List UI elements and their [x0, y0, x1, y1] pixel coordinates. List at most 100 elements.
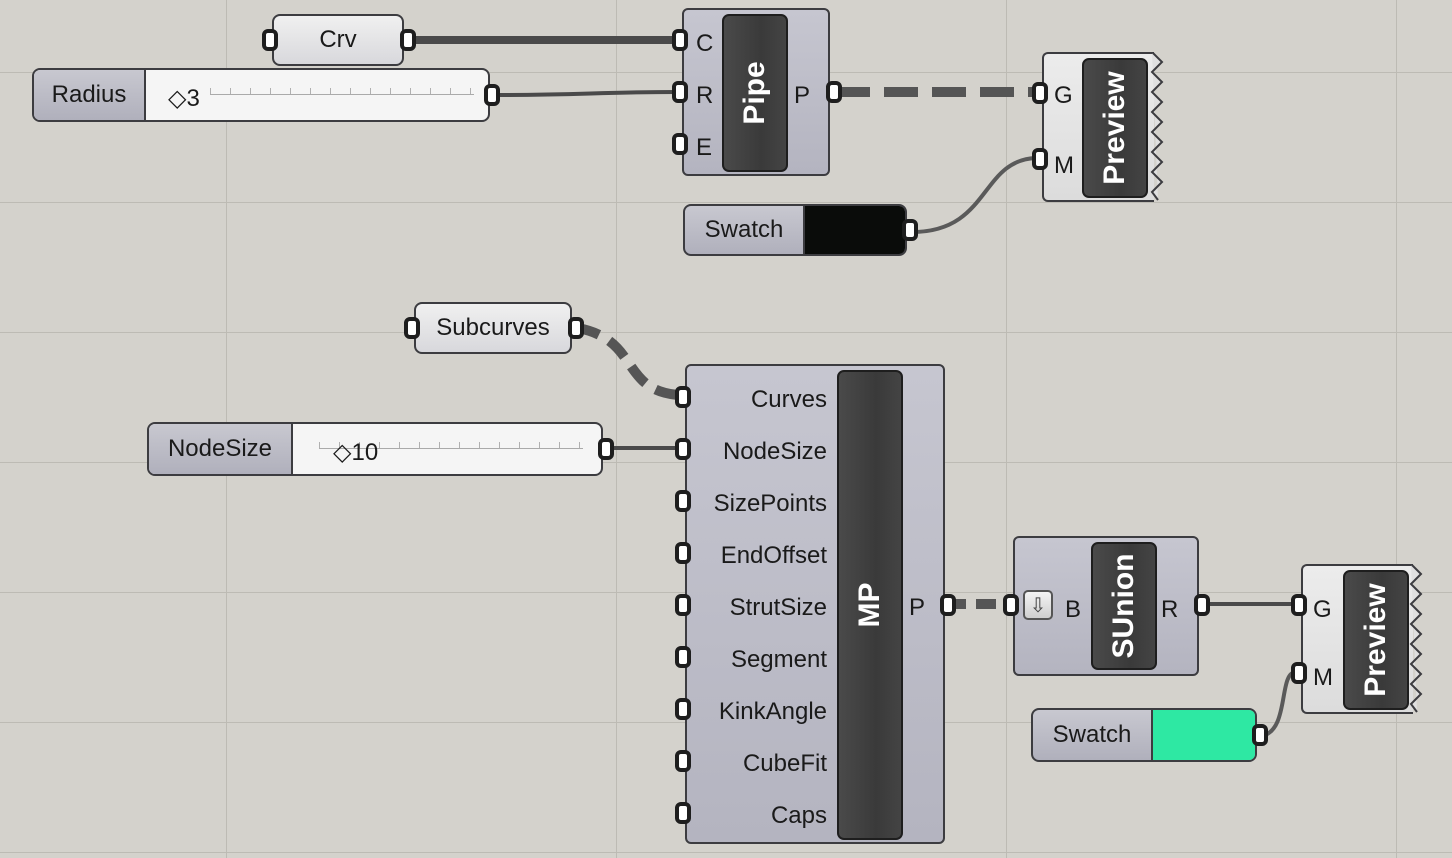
nodesize-slider-value: ◇10: [333, 439, 379, 466]
pipe-input-r: R: [696, 82, 714, 109]
radius-slider[interactable]: Radius ◇3: [32, 68, 490, 122]
nodesize-slider-name: NodeSize: [149, 424, 293, 474]
pipe-title: Pipe: [738, 61, 771, 125]
grid-line: [1396, 0, 1397, 858]
sunion-b-grip[interactable]: [1003, 594, 1019, 616]
wire-subcurves-to-curves[interactable]: [576, 323, 679, 400]
pipe-output-p: P: [794, 82, 811, 109]
mp-input-segment: Segment: [730, 646, 827, 673]
grid-line: [0, 852, 1452, 853]
grid-line: [0, 332, 1452, 333]
mp-title: MP: [853, 582, 886, 628]
slider-track[interactable]: [210, 80, 474, 95]
swatch2-name: Swatch: [1033, 710, 1151, 760]
subcurves-param[interactable]: Subcurves: [414, 302, 572, 354]
swatch2-output-grip[interactable]: [1252, 724, 1268, 746]
nodesize-slider[interactable]: NodeSize ◇10: [147, 422, 603, 476]
sunion-component[interactable]: ⇩ B SUnion R: [1013, 536, 1199, 676]
grid-line: [616, 0, 617, 858]
crv-input-grip[interactable]: [262, 29, 278, 51]
grid-line: [1006, 0, 1007, 858]
subcurves-output-grip[interactable]: [568, 317, 584, 339]
mp-curves-grip[interactable]: [675, 386, 691, 408]
swatch1-label: Swatch: [704, 216, 784, 243]
swatch1-color[interactable]: [803, 206, 905, 254]
nodesize-slider-label: NodeSize: [167, 435, 273, 462]
mp-sizepoints-grip[interactable]: [675, 490, 691, 512]
swatch1-output-grip[interactable]: [902, 219, 918, 241]
mp-input-strutsize: StrutSize: [729, 594, 827, 621]
preview2-zigzag-edge: [1409, 564, 1423, 713]
pipe-component[interactable]: C R E Pipe P: [682, 8, 830, 176]
mp-input-cubefit: CubeFit: [742, 750, 827, 777]
mp-input-kinkangle: KinkAngle: [718, 698, 827, 725]
slider-track[interactable]: [319, 434, 583, 449]
pipe-r-grip[interactable]: [672, 81, 688, 103]
preview1-input-g: G: [1054, 82, 1073, 109]
sunion-title-bar[interactable]: SUnion: [1091, 542, 1157, 670]
preview1-m-grip[interactable]: [1032, 148, 1048, 170]
preview1-zigzag-edge: [1150, 52, 1164, 201]
mp-input-sizepoints: SizePoints: [713, 490, 827, 517]
preview2-g-grip[interactable]: [1291, 594, 1307, 616]
nodesize-output-grip[interactable]: [598, 438, 614, 460]
mp-cubefit-grip[interactable]: [675, 750, 691, 772]
swatch1-name: Swatch: [685, 206, 803, 254]
preview1-title-bar[interactable]: Preview: [1082, 58, 1148, 198]
mp-output-p: P: [909, 594, 926, 621]
preview2-title: Preview: [1359, 583, 1392, 697]
swatch2-color[interactable]: [1151, 710, 1255, 760]
preview1-input-m: M: [1054, 152, 1074, 179]
sunion-title: SUnion: [1107, 553, 1140, 659]
pipe-e-grip[interactable]: [672, 133, 688, 155]
pipe-title-bar[interactable]: Pipe: [722, 14, 788, 172]
radius-slider-value-text: 3: [186, 85, 200, 112]
wire-radius-to-r[interactable]: [493, 90, 679, 97]
preview-component-1[interactable]: G M Preview: [1042, 52, 1154, 202]
flatten-down-arrow-icon[interactable]: ⇩: [1023, 590, 1053, 620]
pipe-p-grip[interactable]: [826, 81, 842, 103]
sunion-input-b: B: [1065, 596, 1082, 623]
mp-input-endoffset: EndOffset: [720, 542, 827, 569]
mp-component[interactable]: Curves NodeSize SizePoints EndOffset Str…: [685, 364, 945, 844]
mp-title-bar[interactable]: MP: [837, 370, 903, 840]
radius-output-grip[interactable]: [484, 84, 500, 106]
preview1-title: Preview: [1098, 71, 1131, 185]
pipe-input-c: C: [696, 30, 714, 57]
preview2-input-g: G: [1313, 596, 1332, 623]
pipe-input-e: E: [696, 134, 713, 161]
sunion-r-grip[interactable]: [1194, 594, 1210, 616]
nodesize-slider-value-text: 10: [351, 439, 379, 466]
swatch-component-1[interactable]: Swatch: [683, 204, 907, 256]
swatch2-label: Swatch: [1052, 721, 1132, 748]
mp-input-caps: Caps: [770, 802, 827, 829]
mp-input-curves: Curves: [750, 386, 827, 413]
mp-caps-grip[interactable]: [675, 802, 691, 824]
pipe-c-grip[interactable]: [672, 29, 688, 51]
mp-segment-grip[interactable]: [675, 646, 691, 668]
preview2-title-bar[interactable]: Preview: [1343, 570, 1409, 710]
preview2-m-grip[interactable]: [1291, 662, 1307, 684]
mp-kinkangle-grip[interactable]: [675, 698, 691, 720]
mp-strutsize-grip[interactable]: [675, 594, 691, 616]
radius-slider-label: Radius: [51, 81, 127, 108]
mp-endoffset-grip[interactable]: [675, 542, 691, 564]
wire-swatch-to-preview-m[interactable]: [911, 156, 1037, 234]
crv-output-grip[interactable]: [400, 29, 416, 51]
mp-p-grip[interactable]: [940, 594, 956, 616]
preview2-input-m: M: [1313, 664, 1333, 691]
swatch-component-2[interactable]: Swatch: [1031, 708, 1257, 762]
grid-line: [0, 202, 1452, 203]
mp-input-nodesize: NodeSize: [722, 438, 827, 465]
crv-param[interactable]: Crv: [272, 14, 404, 66]
sunion-output-r: R: [1161, 596, 1179, 623]
subcurves-input-grip[interactable]: [404, 317, 420, 339]
mp-nodesize-grip[interactable]: [675, 438, 691, 460]
radius-slider-name: Radius: [34, 70, 146, 120]
preview-component-2[interactable]: G M Preview: [1301, 564, 1413, 714]
preview1-g-grip[interactable]: [1032, 82, 1048, 104]
radius-slider-value: ◇3: [168, 85, 200, 112]
crv-param-label: Crv: [319, 26, 357, 53]
subcurves-param-label: Subcurves: [436, 314, 550, 341]
